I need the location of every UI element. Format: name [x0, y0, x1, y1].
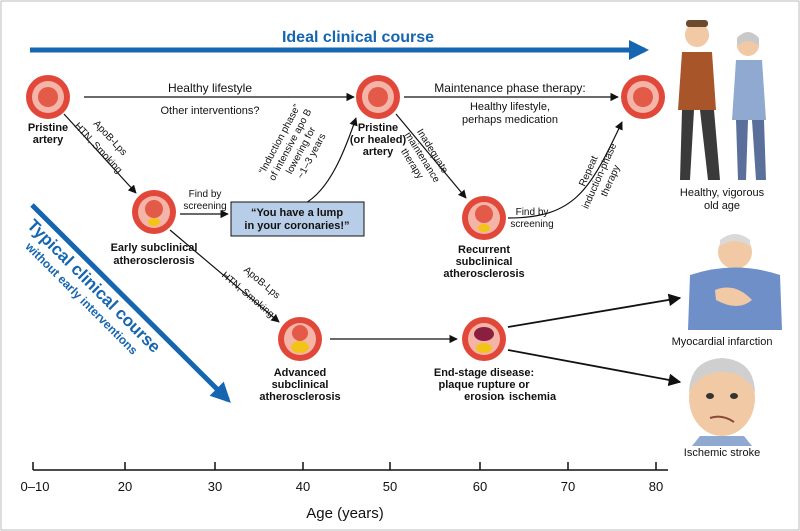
x-tick-label: 30 [208, 479, 222, 494]
typical-course-title: Typical clinical course [23, 216, 164, 357]
artery-pristine-healed [356, 75, 400, 119]
arrow-to-mi [507, 293, 682, 328]
typical-course-arrow [30, 203, 231, 403]
artery-early [132, 190, 176, 234]
label-maintenance-detail: Healthy lifestyle,perhaps medication [462, 101, 558, 126]
label-maintenance-title: Maintenance phase therapy: [434, 81, 585, 95]
healthy-couple-illustration [678, 20, 766, 180]
arrow-to-advanced [169, 229, 280, 323]
artery-pristine [26, 75, 70, 119]
arrow-repeat-induction [507, 121, 623, 219]
x-tick-label: 0–10 [21, 479, 50, 494]
x-axis: 0–10 20 30 40 50 60 70 80 [21, 462, 668, 494]
label-repeat-induction: Repeatinduction-phasetherapy [570, 136, 631, 215]
x-tick-label: 60 [473, 479, 487, 494]
artery-end-stage [462, 317, 506, 361]
arrow-induction [303, 117, 358, 205]
artery-advanced [278, 317, 322, 361]
label-other-interventions: Other interventions? [160, 105, 259, 117]
myocardial-infarction-illustration [688, 234, 782, 330]
ideal-course-title: Ideal clinical course [282, 29, 434, 46]
label-end-stage-tail: ischemia [509, 391, 557, 403]
label-end-stage-arrow: → [496, 391, 507, 403]
outcome-mi-label: Myocardial infarction [672, 336, 773, 348]
arrow-to-stroke [507, 349, 682, 387]
outcome-stroke-label: Ischemic stroke [684, 447, 760, 459]
artery-pristine-final [621, 75, 665, 119]
arrow-inadequate [395, 113, 467, 199]
arrow-to-early [63, 113, 137, 194]
x-tick-label: 40 [296, 479, 310, 494]
x-tick-label: 20 [118, 479, 132, 494]
ischemic-stroke-illustration [689, 358, 755, 446]
artery-recurrent [462, 196, 506, 240]
label-pristine-healed-artery: Pristine(or healed)artery [350, 122, 407, 158]
label-induction-phase: “Induction phase”of intensive apo Blower… [257, 101, 336, 194]
label-healthy-lifestyle: Healthy lifestyle [168, 81, 252, 95]
x-tick-label: 80 [649, 479, 663, 494]
x-tick-label: 50 [383, 479, 397, 494]
x-axis-label: Age (years) [306, 505, 384, 522]
x-tick-label: 70 [561, 479, 575, 494]
